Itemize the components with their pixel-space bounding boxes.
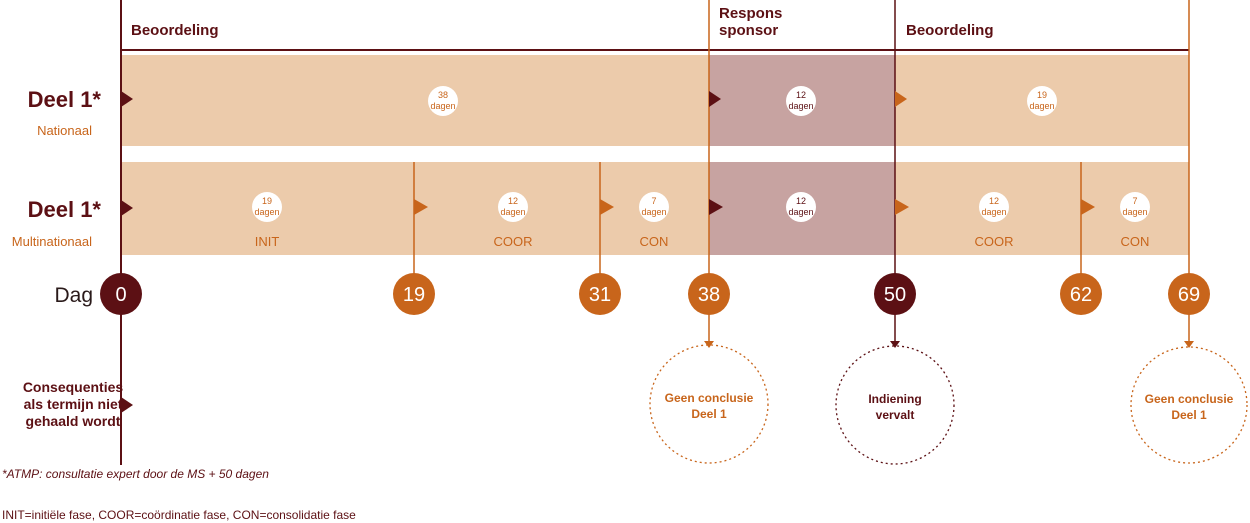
svg-text:dagen: dagen	[1122, 207, 1147, 217]
arrow-multi-38	[709, 199, 723, 215]
svg-text:0: 0	[115, 284, 126, 306]
svg-text:dagen: dagen	[1029, 101, 1054, 111]
day-marker-50: 50	[874, 273, 916, 315]
consequences-line1: Consequenties	[23, 379, 124, 395]
duration-multi-sponsor: 12 dagen	[786, 192, 816, 222]
duration-multi-coor-2: 12 dagen	[979, 192, 1009, 222]
outcome-day-50: Indiening vervalt	[835, 345, 955, 465]
svg-text:Geen conclusie: Geen conclusie	[665, 391, 754, 405]
consequences-line2: als termijn niet	[24, 396, 123, 412]
day-marker-69: 69	[1168, 273, 1210, 315]
arrow-nationaal-start	[121, 91, 133, 107]
footnote-legend: INIT=initiële fase, COOR=coördinatie fas…	[2, 508, 356, 522]
day-marker-62: 62	[1060, 273, 1102, 315]
svg-text:69: 69	[1178, 284, 1200, 306]
phase-init: INIT	[255, 234, 280, 249]
svg-text:12: 12	[989, 196, 999, 206]
header-beoordeling-1: Beoordeling	[131, 22, 219, 39]
duration-multi-con-1: 7 dagen	[639, 192, 669, 222]
svg-text:31: 31	[589, 284, 611, 306]
phase-con-2: CON	[1121, 234, 1150, 249]
arrow-nationaal-beoordeling	[895, 91, 907, 107]
duration-nationaal-12: 12 dagen	[786, 86, 816, 116]
phase-coor-1: COOR	[494, 234, 533, 249]
arrow-down-50	[890, 341, 900, 348]
outcome-day-38: Geen conclusie Deel 1	[649, 344, 769, 464]
outcome-day-69: Geen conclusie Deel 1	[1130, 346, 1248, 464]
consequences-line3: gehaald wordt	[26, 413, 121, 429]
svg-text:7: 7	[651, 196, 656, 206]
arrow-nationaal-sponsor	[709, 91, 721, 107]
arrow-multi-62	[1081, 199, 1095, 215]
svg-text:19: 19	[262, 196, 272, 206]
arrow-consequences	[121, 397, 133, 413]
svg-text:dagen: dagen	[254, 207, 279, 217]
day-marker-31: 31	[579, 273, 621, 315]
day-marker-0: 0	[100, 273, 142, 315]
header-beoordeling-2: Beoordeling	[906, 22, 994, 39]
svg-text:dagen: dagen	[788, 101, 813, 111]
svg-text:dagen: dagen	[981, 207, 1006, 217]
duration-multi-coor-1: 12 dagen	[498, 192, 528, 222]
arrow-multi-50	[895, 199, 909, 215]
day-marker-38: 38	[688, 273, 730, 315]
svg-text:38: 38	[698, 284, 720, 306]
svg-text:dagen: dagen	[430, 101, 455, 111]
svg-text:dagen: dagen	[500, 207, 525, 217]
duration-multi-init: 19 dagen	[252, 192, 282, 222]
svg-text:12: 12	[796, 90, 806, 100]
row-subtitle-multinationaal: Multinationaal	[12, 234, 92, 249]
svg-text:38: 38	[438, 90, 448, 100]
svg-text:7: 7	[1132, 196, 1137, 206]
header-respons-line2: sponsor	[719, 22, 778, 39]
row-title-multinationaal: Deel 1*	[28, 197, 102, 222]
svg-text:Geen conclusie: Geen conclusie	[1145, 392, 1234, 406]
svg-text:50: 50	[884, 284, 906, 306]
day-marker-19: 19	[393, 273, 435, 315]
duration-nationaal-19: 19 dagen	[1027, 86, 1057, 116]
arrow-multi-31	[600, 199, 614, 215]
svg-text:dagen: dagen	[641, 207, 666, 217]
timeline-label: Dag	[54, 284, 93, 307]
header-respons-line1: Respons	[719, 5, 782, 22]
row-title-nationaal: Deel 1*	[28, 87, 102, 112]
arrow-down-69	[1184, 341, 1194, 348]
svg-text:Deel 1: Deel 1	[1171, 408, 1207, 422]
svg-text:Deel 1: Deel 1	[691, 407, 727, 421]
arrow-multi-19	[414, 199, 428, 215]
svg-text:12: 12	[508, 196, 518, 206]
svg-text:dagen: dagen	[788, 207, 813, 217]
svg-text:Indiening: Indiening	[868, 392, 921, 406]
band-nationaal	[121, 55, 1189, 146]
duration-multi-con-2: 7 dagen	[1120, 192, 1150, 222]
arrow-down-38	[704, 341, 714, 348]
row-subtitle-nationaal: Nationaal	[37, 123, 92, 138]
duration-nationaal-38: 38 dagen	[428, 86, 458, 116]
svg-text:12: 12	[796, 196, 806, 206]
svg-text:62: 62	[1070, 284, 1092, 306]
phase-con-1: CON	[640, 234, 669, 249]
arrow-multi-start	[121, 200, 133, 216]
footnote-atmp: *ATMP: consultatie expert door de MS + 5…	[2, 467, 269, 481]
svg-text:vervalt: vervalt	[876, 408, 915, 422]
svg-text:19: 19	[1037, 90, 1047, 100]
phase-coor-2: COOR	[975, 234, 1014, 249]
svg-text:19: 19	[403, 284, 425, 306]
